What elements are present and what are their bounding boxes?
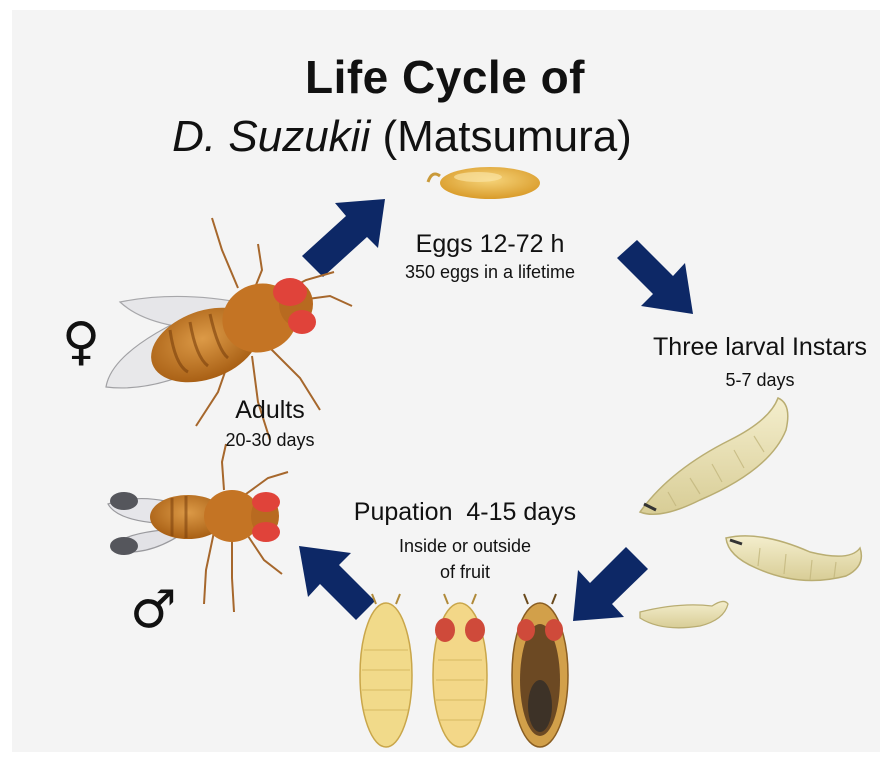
- egg-image: [428, 167, 540, 199]
- pupae-stage-label: Pupation 4-15 days: [325, 498, 605, 527]
- species-name: D. Suzukii: [172, 112, 370, 161]
- diagram-title-line-2: D. Suzukii (Matsumura): [0, 112, 884, 162]
- adults-stage-label: Adults: [200, 396, 340, 425]
- larvae-stage-detail: 5-7 days: [630, 370, 890, 391]
- eggs-stage-detail: 350 eggs in a lifetime: [360, 262, 620, 283]
- pupae-stage-detail-line-2: of fruit: [355, 562, 575, 583]
- female-symbol-icon: ♀: [62, 312, 100, 372]
- larvae-image: [640, 398, 861, 628]
- adults-stage-detail: 20-30 days: [190, 430, 350, 451]
- arrow-larvae-to-pupae: [573, 547, 648, 621]
- species-author: (Matsumura): [382, 112, 631, 161]
- diagram-title-line-1: Life Cycle of: [0, 50, 890, 104]
- pupae-stage-detail-line-1: Inside or outside: [355, 536, 575, 557]
- pupae-image: [360, 594, 568, 747]
- arrow-eggs-to-larvae: [617, 240, 693, 314]
- larvae-stage-label: Three larval Instars: [630, 333, 890, 362]
- eggs-stage-label: Eggs 12-72 h: [370, 230, 610, 259]
- arrow-pupae-to-adults: [299, 546, 375, 620]
- male-symbol-icon: ♂: [130, 580, 177, 640]
